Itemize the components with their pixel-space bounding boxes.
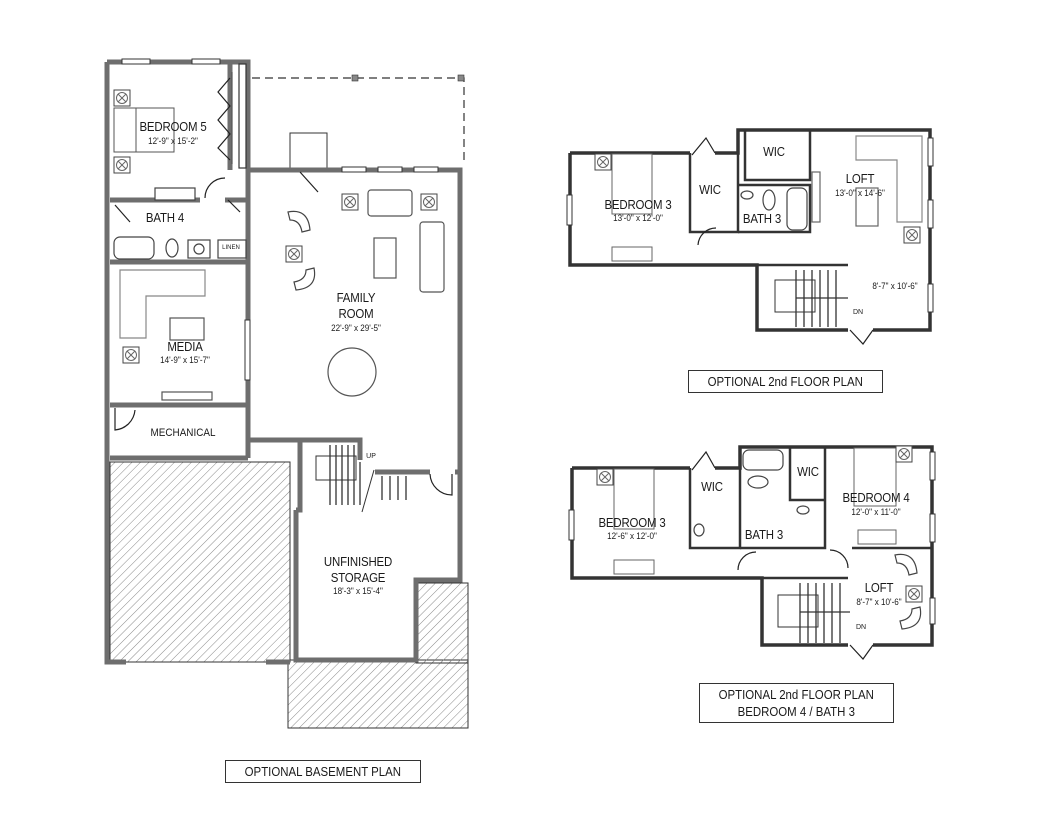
family-room-dimensions: 22'-9" x 29'-5" xyxy=(331,323,381,333)
option-a-wic-2-label: WIC xyxy=(763,144,785,159)
second-floor-plan-a xyxy=(566,128,934,345)
family-room-label-line2: ROOM xyxy=(338,306,374,321)
second-floor-plan-b xyxy=(568,445,936,660)
option-a-stair-area-dimensions: 8'-7" x 10'-6" xyxy=(872,281,918,291)
option-b-wic-2-label: WIC xyxy=(797,464,819,479)
storage-dimensions: 18'-3" x 15'-4" xyxy=(333,586,383,596)
storage-label-line2: STORAGE xyxy=(330,570,386,585)
option-b-bath-3-label: BATH 3 xyxy=(744,527,784,542)
option-a-bedroom-3-label: BEDROOM 3 xyxy=(604,197,672,212)
basement-plan xyxy=(104,58,469,729)
option-a-bath-3-label: BATH 3 xyxy=(742,211,782,226)
option-b-wic-1-label: WIC xyxy=(701,479,723,494)
option-a-stairs-down-label: DN xyxy=(852,309,864,316)
option-a-plan-caption: OPTIONAL 2nd FLOOR PLAN xyxy=(688,370,883,393)
media-label: MEDIA xyxy=(167,339,203,354)
option-b-loft-label: LOFT xyxy=(864,580,894,595)
storage-label-line1: UNFINISHED xyxy=(323,554,393,569)
option-a-bedroom-3-dimensions: 13'-0" x 12'-0" xyxy=(613,213,663,223)
option-b-bedroom-3-dimensions: 12'-6" x 12'-0" xyxy=(607,531,657,541)
mechanical-label: MECHANICAL xyxy=(150,427,216,439)
option-b-bedroom-3-label: BEDROOM 3 xyxy=(598,515,666,530)
option-b-bedroom-4-label: BEDROOM 4 xyxy=(842,490,910,505)
option-a-wic-1-label: WIC xyxy=(699,182,721,197)
bedroom-5-label: BEDROOM 5 xyxy=(139,119,207,134)
basement-plan-caption: OPTIONAL BASEMENT PLAN xyxy=(225,760,421,783)
option-b-loft-dimensions: 8'-7" x 10'-6" xyxy=(856,597,902,607)
stairs-up-label: UP xyxy=(366,453,376,460)
option-a-loft-label: LOFT xyxy=(845,171,875,186)
option-a-loft-dimensions: 13'-0" x 14'-6" xyxy=(835,188,885,198)
option-b-plan-caption: OPTIONAL 2nd FLOOR PLAN BEDROOM 4 / BATH… xyxy=(699,683,894,723)
media-dimensions: 14'-9" x 15'-7" xyxy=(160,355,210,365)
linen-label: LINEN xyxy=(222,245,240,251)
bedroom-5-dimensions: 12'-9" x 15'-2" xyxy=(148,136,198,146)
option-b-bedroom-4-dimensions: 12'-0" x 11'-0" xyxy=(851,507,901,517)
bath-4-label: BATH 4 xyxy=(145,210,185,225)
family-room-label-line1: FAMILY xyxy=(336,290,376,305)
option-b-stairs-down-label: DN xyxy=(855,624,867,631)
